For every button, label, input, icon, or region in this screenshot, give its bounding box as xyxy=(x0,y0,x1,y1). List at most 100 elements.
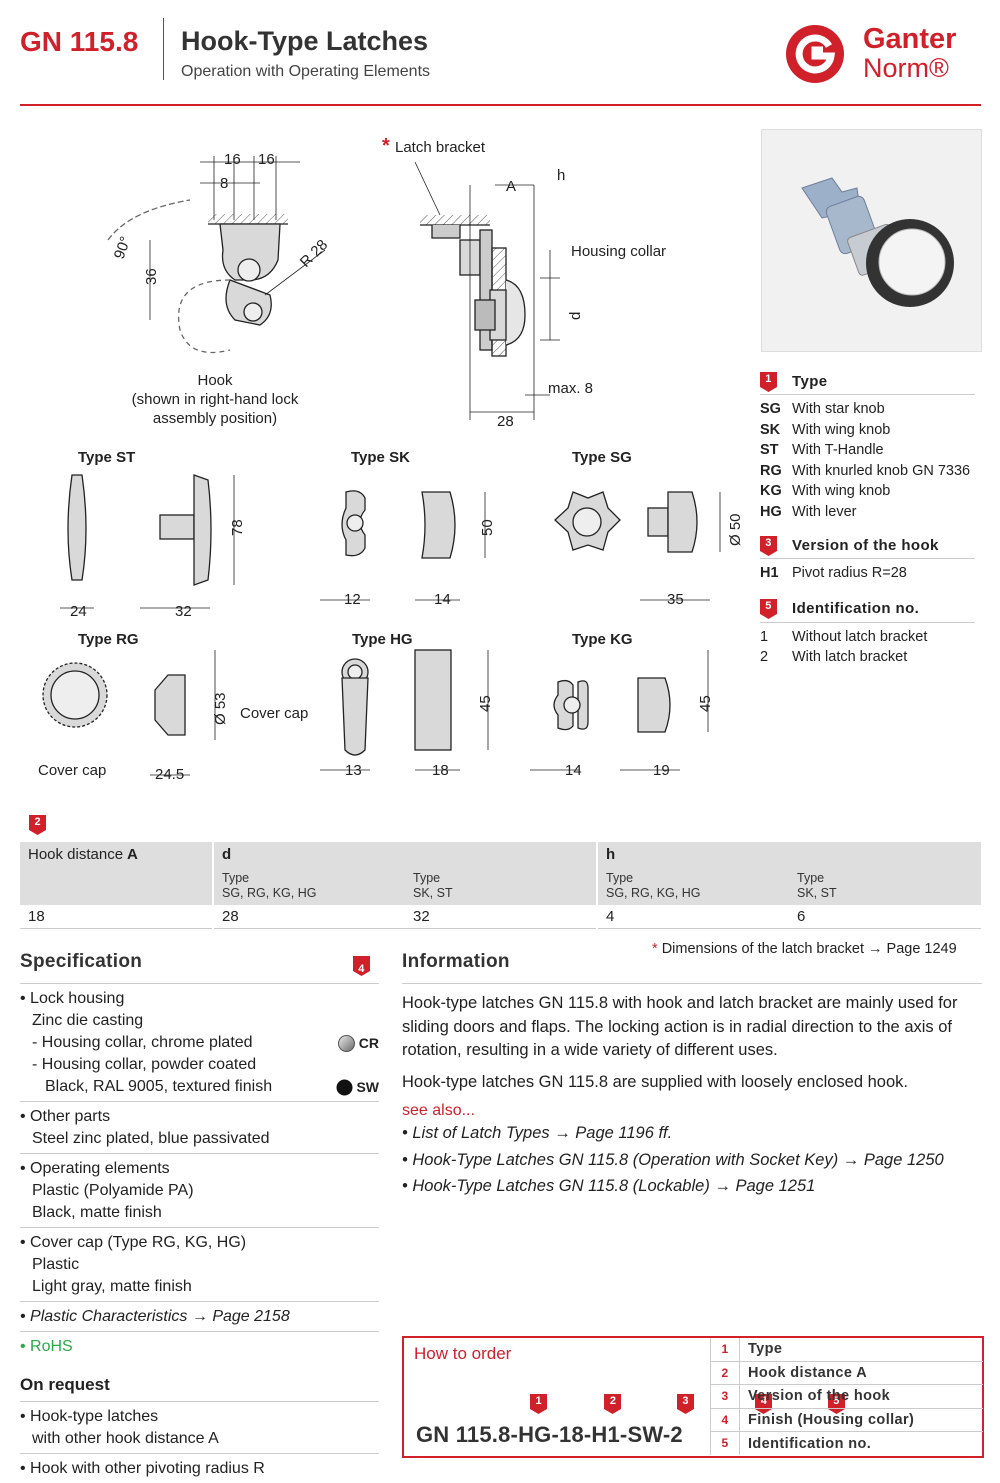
spec-operating: • Operating elements Plastic (Polyamide … xyxy=(20,1154,379,1228)
hook-view xyxy=(107,156,326,354)
spec-title: Specification 4 xyxy=(20,950,379,984)
info-paragraph-2: Hook-type latches GN 115.8 are supplied … xyxy=(402,1072,908,1091)
dim-78: 78 xyxy=(229,519,246,536)
dim-24: 24 xyxy=(70,603,87,620)
table-row: 18 28 32 4 6 xyxy=(20,905,981,929)
page-title: Hook-Type Latches xyxy=(181,26,429,56)
type-hg-label: Type HG xyxy=(352,631,413,648)
spec-cover-cap: • Cover cap (Type RG, KG, HG) Plastic Li… xyxy=(20,1228,379,1302)
dim-28: 28 xyxy=(497,413,514,430)
dim-90-deg: 90° xyxy=(111,234,135,261)
badge-2-icon: 2 xyxy=(29,815,46,835)
type-st-view xyxy=(60,474,235,609)
dim-13: 13 xyxy=(345,762,362,779)
legend-hook-title: Version of the hook xyxy=(792,536,939,554)
ref-link-lockable[interactable]: • Hook-Type Latches GN 115.8 (Lockable) … xyxy=(402,1177,816,1195)
dim-max8: max. 8 xyxy=(548,380,593,397)
side-view xyxy=(414,161,560,420)
hook-caption-1: Hook xyxy=(197,372,233,389)
col-hook-distance: Hook distance A xyxy=(20,842,213,905)
how-to-order-box: How to order 1 2 3 4 5 GN 115.8-HG-18-H1… xyxy=(402,1336,984,1458)
ref-link-socket-key[interactable]: • Hook-Type Latches GN 115.8 (Operation … xyxy=(402,1150,944,1169)
black-circle-icon xyxy=(336,1079,353,1095)
badge-5-icon: 5 xyxy=(760,599,777,619)
brand-logo: Ganter Norm® xyxy=(785,22,985,86)
spec-other-parts: • Other parts Steel zinc plated, blue pa… xyxy=(20,1102,379,1154)
badge-4-icon: 4 xyxy=(353,956,370,976)
order-badge-5-icon: 5 xyxy=(827,1394,845,1414)
on-request-title: On request xyxy=(20,1375,379,1402)
chrome-circle-icon xyxy=(337,1034,355,1052)
order-badges: 1 2 3 4 5 xyxy=(524,1394,845,1416)
dim-d: d xyxy=(567,312,584,320)
order-title: How to order xyxy=(414,1344,512,1363)
dim-19: 19 xyxy=(653,762,670,779)
dim-r28: R 28 xyxy=(297,236,331,270)
legend-hook-header: 3 Version of the hook xyxy=(760,532,975,559)
page-subtitle: Operation with Operating Elements xyxy=(181,63,431,80)
dim-14: 14 xyxy=(434,591,451,608)
order-badge-2-icon: 2 xyxy=(604,1394,622,1414)
dim-h: h xyxy=(557,167,565,184)
header-rule xyxy=(20,104,981,106)
housing-collar-label: Housing collar xyxy=(571,243,666,260)
dim-45-hg: 45 xyxy=(477,695,494,712)
req-hook-distance: • Hook-type latches with other hook dist… xyxy=(20,1402,379,1454)
legend-ident-title: Identification no. xyxy=(792,600,920,617)
finish-sw: SW xyxy=(336,1076,379,1098)
type-rg-view xyxy=(42,650,216,776)
dim-8: 8 xyxy=(220,175,228,192)
dim-12: 12 xyxy=(344,591,361,608)
dim-32: 32 xyxy=(175,603,192,620)
specification-section: Specification 4 • Lock housing Zinc die … xyxy=(20,950,379,1483)
badge-1-icon: 1 xyxy=(760,371,777,392)
hook-caption-3: assembly position) xyxy=(153,410,277,427)
type-kg-label: Type KG xyxy=(572,631,633,648)
order-code: GN 115.8-HG-18-H1-SW-2 xyxy=(416,1422,683,1447)
badge-3-icon: 3 xyxy=(760,535,777,556)
footnote: * Dimensions of the latch bracket → Page… xyxy=(652,941,957,957)
spec-plastic-char-link[interactable]: • Plastic Characteristics → Page 2158 xyxy=(20,1302,379,1332)
dim-18: 18 xyxy=(432,762,449,779)
type-hg-view xyxy=(320,649,489,771)
type-sk-view xyxy=(320,490,486,601)
type-sg-label: Type SG xyxy=(572,449,632,466)
cover-cap-label-rg: Cover cap xyxy=(38,762,106,779)
req-pivot-radius: • Hook with other pivoting radius R xyxy=(20,1460,265,1477)
info-title: Information xyxy=(402,950,982,984)
brand-name: Ganter xyxy=(863,23,957,55)
dim-dia53: Ø 53 xyxy=(212,692,229,725)
technical-drawing: 16 16 8 90° 36 R 28 Hook (shown in right… xyxy=(38,135,744,783)
hook-caption-2: (shown in right-hand lock xyxy=(132,391,299,408)
order-badge-1-icon: 1 xyxy=(530,1394,547,1414)
type-kg-view xyxy=(530,650,709,771)
type-sg-view xyxy=(554,491,721,601)
dim-A: A xyxy=(506,178,516,195)
product-photo xyxy=(761,129,982,352)
latch-bracket-star: * xyxy=(382,135,390,157)
type-st-label: Type ST xyxy=(78,449,135,466)
ref-link-latch-types[interactable]: • List of Latch Types → Page 1196 ff. xyxy=(402,1124,673,1142)
col-d: d xyxy=(212,842,597,867)
dim-45-kg: 45 xyxy=(697,695,714,712)
legend-ident-header: 5 Identification no. xyxy=(760,596,975,623)
latch-bracket-label: Latch bracket xyxy=(395,139,486,156)
see-also-label: see also... xyxy=(402,1102,475,1119)
dim-24-5: 24.5 xyxy=(155,766,184,783)
type-rg-label: Type RG xyxy=(78,631,139,648)
